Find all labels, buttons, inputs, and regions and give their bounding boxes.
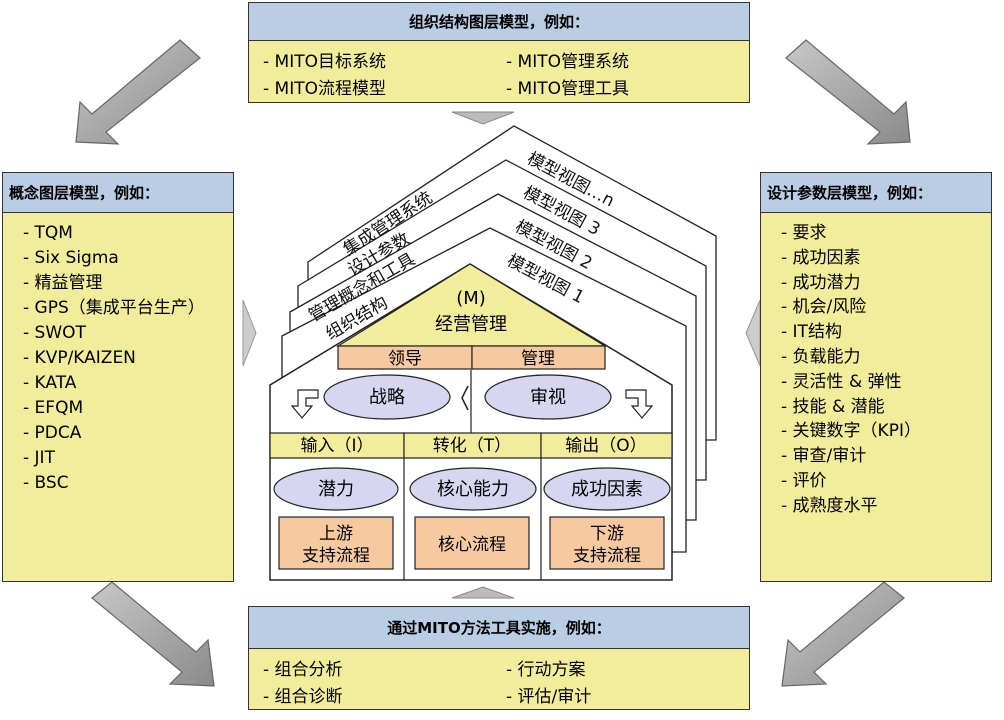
left-item-5: SWOT bbox=[23, 321, 233, 346]
core-process-box bbox=[414, 516, 530, 570]
right-item-6: 负载能力 bbox=[781, 345, 991, 370]
left-item-11: BSC bbox=[23, 471, 233, 496]
col-transform-label: 转化（T） bbox=[433, 436, 511, 456]
downstream-line1: 下游 bbox=[590, 524, 624, 544]
left-item-8: EFQM bbox=[23, 396, 233, 421]
col-output-label: 输出（O） bbox=[565, 436, 646, 456]
right-model-title: 设计参数层模型，例如： bbox=[761, 173, 991, 213]
right-model-box: 设计参数层模型，例如： 要求 成功因素 成功潜力 机会/风险 IT结构 负载能力… bbox=[760, 172, 992, 582]
pointer-left-icon bbox=[242, 299, 257, 367]
m-label: (M) bbox=[456, 288, 486, 309]
top-model-title: 组织结构图层模型，例如： bbox=[249, 3, 749, 41]
left-model-title: 概念图层模型，例如： bbox=[3, 173, 233, 213]
right-item-1: 要求 bbox=[781, 221, 991, 246]
left-model-box: 概念图层模型，例如： TQM Six Sigma 精益管理 GPS（集成平台生产… bbox=[2, 172, 234, 582]
bottom-model-box: 通过MITO方法工具实施，例如： 组合分析 行动方案 组合诊断 评估/审计 bbox=[248, 606, 750, 710]
downstream-process-box bbox=[549, 516, 665, 570]
top-item-3: MITO流程模型 bbox=[263, 74, 506, 99]
review-label: 审视 bbox=[530, 387, 566, 408]
pointer-top-icon bbox=[451, 111, 515, 125]
left-item-1: TQM bbox=[23, 221, 233, 246]
right-item-4: 机会/风险 bbox=[781, 295, 991, 320]
top-item-1: MITO目标系统 bbox=[263, 47, 506, 72]
upstream-process-box bbox=[278, 516, 394, 570]
top-item-2: MITO管理系统 bbox=[506, 47, 749, 72]
potential-oval bbox=[273, 467, 399, 511]
potential-label: 潜力 bbox=[318, 479, 354, 500]
core-competence-label: 核心能力 bbox=[437, 479, 509, 500]
left-item-9: PDCA bbox=[23, 421, 233, 446]
lead-label: 领导 bbox=[388, 349, 422, 369]
arrow-top-left-icon bbox=[75, 39, 201, 145]
success-factor-label: 成功因素 bbox=[571, 479, 643, 500]
right-item-8: 技能 & 潜能 bbox=[781, 395, 991, 420]
success-factor-oval bbox=[543, 467, 671, 511]
bottom-item-1: 组合分析 bbox=[263, 655, 506, 680]
left-item-4: GPS（集成平台生产） bbox=[23, 296, 233, 321]
col-input-label: 输入（I） bbox=[300, 436, 373, 456]
right-item-9: 关键数字（KPI） bbox=[781, 419, 991, 444]
strategy-label: 战略 bbox=[369, 387, 405, 408]
chevron-left-icon bbox=[461, 385, 469, 411]
review-oval bbox=[484, 374, 612, 420]
strategy-oval bbox=[323, 374, 451, 420]
core-process-label: 核心流程 bbox=[438, 535, 506, 555]
upstream-line1: 上游 bbox=[319, 524, 353, 544]
right-item-7: 灵活性 & 弹性 bbox=[781, 370, 991, 395]
core-competence-oval bbox=[409, 467, 537, 511]
arrow-bottom-left-icon bbox=[91, 581, 215, 687]
right-item-2: 成功因素 bbox=[781, 246, 991, 271]
turn-arrow-left-icon bbox=[290, 389, 319, 419]
turn-arrow-right-icon bbox=[625, 389, 654, 419]
right-item-10: 审查/审计 bbox=[781, 444, 991, 469]
top-model-box: 组织结构图层模型，例如： MITO目标系统 MITO管理系统 MITO流程模型 … bbox=[248, 2, 750, 103]
bottom-item-2: 行动方案 bbox=[506, 655, 749, 680]
right-item-11: 评价 bbox=[781, 469, 991, 494]
downstream-line2: 支持流程 bbox=[573, 546, 641, 566]
bottom-item-4: 评估/审计 bbox=[506, 682, 749, 707]
left-item-10: JIT bbox=[23, 446, 233, 471]
right-item-12: 成熟度水平 bbox=[781, 494, 991, 519]
manage-box bbox=[471, 345, 606, 370]
left-item-3: 精益管理 bbox=[23, 271, 233, 296]
manage-label: 管理 bbox=[521, 349, 555, 369]
left-item-2: Six Sigma bbox=[23, 246, 233, 271]
arrow-bottom-right-icon bbox=[781, 581, 905, 687]
right-item-3: 成功潜力 bbox=[781, 271, 991, 296]
bottom-model-title: 通过MITO方法工具实施，例如： bbox=[249, 607, 749, 649]
pointer-right-icon bbox=[745, 299, 761, 367]
house-title: 经营管理 bbox=[435, 314, 507, 335]
pointer-bottom-icon bbox=[451, 586, 515, 599]
left-item-6: KVP/KAIZEN bbox=[23, 346, 233, 371]
top-item-4: MITO管理工具 bbox=[506, 74, 749, 99]
upstream-line2: 支持流程 bbox=[302, 546, 370, 566]
bottom-item-3: 组合诊断 bbox=[263, 682, 506, 707]
right-item-5: IT结构 bbox=[781, 320, 991, 345]
left-item-7: KATA bbox=[23, 371, 233, 396]
arrow-top-right-icon bbox=[785, 39, 911, 145]
